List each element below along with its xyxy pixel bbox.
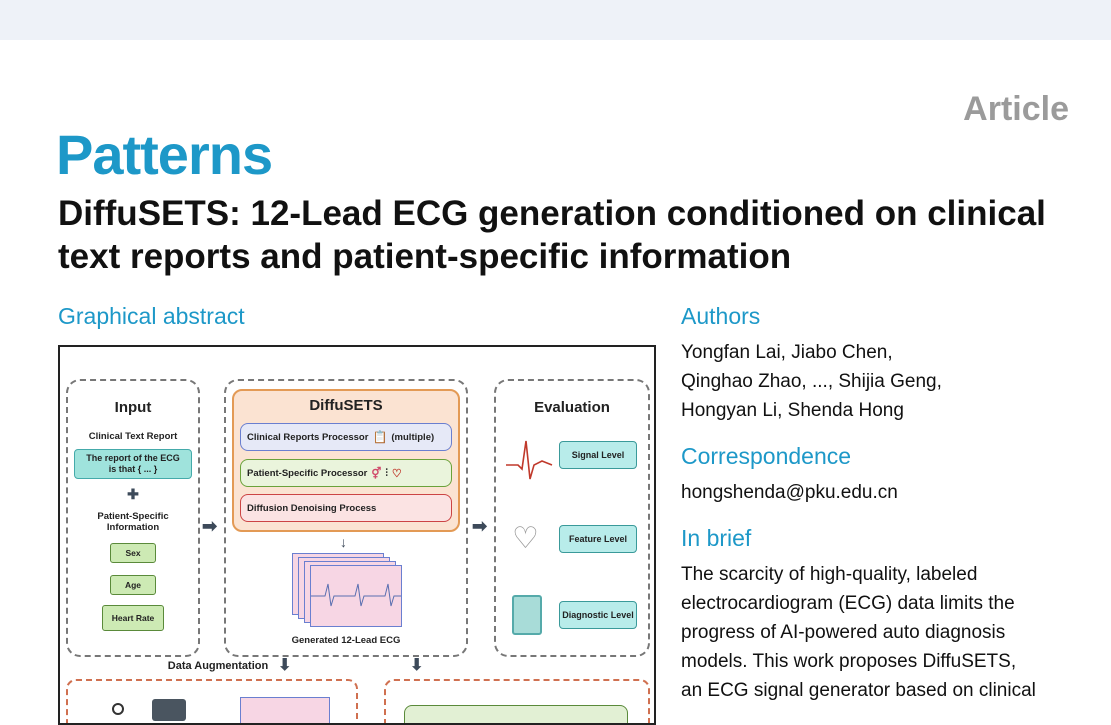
correspondence-email[interactable]: hongshenda@pku.edu.cn: [681, 482, 898, 503]
arrow-right-icon: ➡: [202, 516, 218, 536]
arrow-down-icon-2: ⬇: [278, 657, 292, 674]
clipboard-icon: 📋: [372, 430, 388, 444]
in-brief-line-3: progress of AI-powered auto diagnosis: [681, 622, 1006, 643]
downstream-panel: [384, 679, 650, 723]
in-brief-line-4: models. This work proposes DiffuSETS,: [681, 651, 1017, 672]
correspondence-section: Correspondence hongshenda@pku.edu.cn: [681, 443, 1101, 507]
clinical-reports-processor: Clinical Reports Processor 📋 (multiple): [240, 423, 452, 451]
multiple-label: (multiple): [391, 431, 435, 443]
clinical-proc-label: Clinical Reports Processor: [247, 431, 369, 443]
plus-icon: ✚: [127, 486, 139, 502]
diffusion-denoising-process: Diffusion Denoising Process: [240, 494, 452, 522]
ecg-signal-icon: [506, 440, 553, 480]
downstream-box: [404, 705, 628, 723]
patient-proc-label: Patient-Specific Processor: [247, 467, 368, 479]
sliders-icon: ⫶: [385, 467, 388, 479]
patient-specific-label: Patient-Specific Information: [97, 511, 169, 533]
evaluation-header: Evaluation: [534, 399, 610, 416]
diffusets-panel: [224, 379, 468, 657]
report-box: The report of the ECG is that { ... }: [74, 449, 192, 479]
circle-icon: [112, 703, 124, 715]
article-type-label: Article: [963, 90, 1069, 128]
arrow-down-icon-3: ⬇: [410, 657, 424, 674]
journal-name: Patterns: [56, 123, 273, 186]
sex-box: Sex: [110, 543, 156, 563]
feature-level-box: Feature Level: [559, 525, 637, 553]
correspondence-heading: Correspondence: [681, 443, 852, 469]
authors-heading: Authors: [681, 303, 761, 329]
top-bar: [0, 0, 1111, 40]
paper-title: DiffuSETS: 12-Lead ECG generation condit…: [58, 194, 1046, 276]
diagnostic-clipboard-icon: [512, 595, 542, 635]
heart-anatomy-icon: ♡: [512, 522, 539, 555]
ecg-waveform-icon: [311, 583, 401, 607]
in-brief-line-2: electrocardiogram (ECG) data limits the: [681, 593, 1015, 614]
heart-rate-box: Heart Rate: [102, 605, 164, 631]
graphical-abstract-figure: Input Clinical Text Report The report of…: [58, 345, 656, 725]
clinical-text-report-label: Clinical Text Report: [88, 431, 178, 442]
ecg-sheet-4: [310, 565, 402, 627]
authors-line-1: Yongfan Lai, Jiabo Chen,: [681, 342, 893, 363]
monitor-icon: [152, 699, 186, 721]
in-brief-section: In brief The scarcity of high-quality, l…: [681, 525, 1101, 705]
diffusets-model-box: DiffuSETS Clinical Reports Processor 📋 (…: [232, 389, 460, 532]
data-augmentation-label: Data Augmentation: [167, 660, 269, 672]
age-box: Age: [110, 575, 156, 595]
patient-specific-processor: Patient-Specific Processor ⚥ ⫶ ♡: [240, 459, 452, 487]
right-column: Authors Yongfan Lai, Jiabo Chen, Qinghao…: [681, 303, 1101, 723]
input-header: Input: [114, 399, 152, 416]
evaluation-panel: [494, 379, 650, 657]
authors-line-3: Hongyan Li, Shenda Hong: [681, 400, 904, 421]
generated-ecg-label: Generated 12-Lead ECG: [291, 635, 401, 646]
in-brief-line-1: The scarcity of high-quality, labeled: [681, 564, 978, 585]
in-brief-line-5: an ECG signal generator based on clinica…: [681, 680, 1036, 701]
diffusets-header: DiffuSETS: [309, 397, 383, 414]
authors-line-2: Qinghao Zhao, ..., Shijia Geng,: [681, 371, 942, 392]
authors-section: Authors Yongfan Lai, Jiabo Chen, Qinghao…: [681, 303, 1101, 425]
diagnostic-level-box: Diagnostic Level: [559, 601, 637, 629]
arrow-right-icon-2: ➡: [472, 516, 488, 536]
ecg-thumbnail: [240, 697, 330, 723]
input-panel: [66, 379, 200, 657]
heart-icon: ♡: [391, 467, 402, 480]
graphical-abstract-heading: Graphical abstract: [58, 303, 245, 329]
augmentation-panel: [66, 679, 358, 723]
person-icon: ⚥: [371, 467, 382, 480]
signal-level-box: Signal Level: [559, 441, 637, 469]
arrow-down-icon: ↓: [340, 534, 347, 550]
in-brief-heading: In brief: [681, 525, 752, 551]
